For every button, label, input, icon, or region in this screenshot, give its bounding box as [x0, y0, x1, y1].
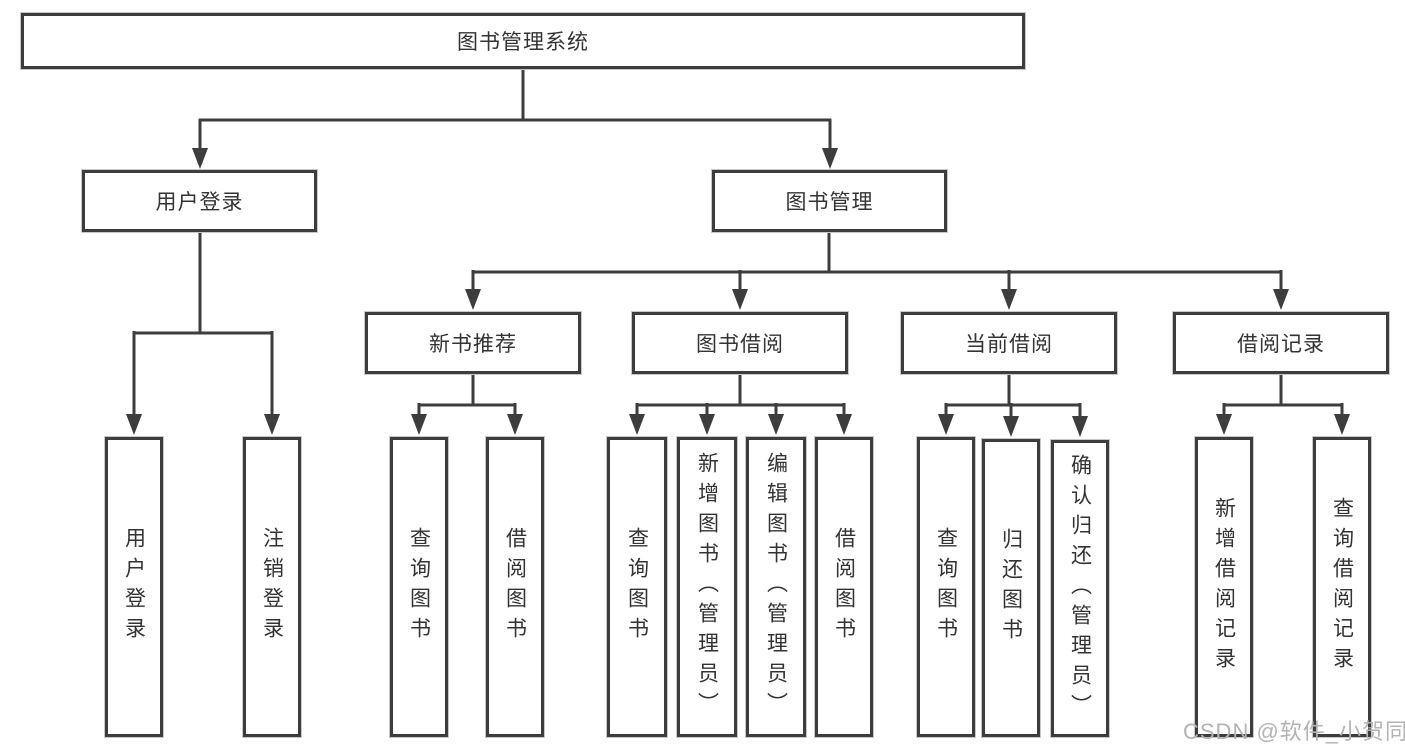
node-current-borrow: 当前借阅 — [901, 312, 1117, 374]
node-root-library-system: 图书管理系统 — [21, 13, 1025, 69]
leaf-query-borrow-record: 查询借阅记录 — [1313, 437, 1371, 737]
leaf-query-book-borrow: 查询图书 — [607, 437, 667, 737]
node-user-login-module: 用户登录 — [82, 170, 317, 232]
leaf-logout: 注销登录 — [243, 437, 301, 737]
node-book-management-module: 图书管理 — [712, 170, 947, 232]
leaf-borrow-book: 借阅图书 — [815, 437, 873, 737]
csdn-watermark: CSDN @软件_小贺同学 — [1183, 719, 1405, 744]
leaf-return-book: 归还图书 — [982, 439, 1040, 737]
leaf-user-login: 用户登录 — [105, 437, 163, 737]
leaf-borrow-book-recommend: 借阅图书 — [486, 437, 544, 737]
leaf-add-book-admin: 新增图书（管理员） — [677, 437, 737, 737]
leaf-query-book-recommend: 查询图书 — [390, 437, 448, 737]
node-new-book-recommend: 新书推荐 — [365, 312, 581, 374]
leaf-edit-book-admin: 编辑图书（管理员） — [746, 437, 806, 737]
leaf-add-borrow-record: 新增借阅记录 — [1195, 437, 1253, 737]
node-borrow-record: 借阅记录 — [1173, 312, 1389, 374]
node-book-borrow: 图书借阅 — [632, 312, 848, 374]
leaf-query-book-current: 查询图书 — [917, 437, 975, 737]
leaf-confirm-return-admin: 确认归还（管理员） — [1051, 440, 1109, 737]
